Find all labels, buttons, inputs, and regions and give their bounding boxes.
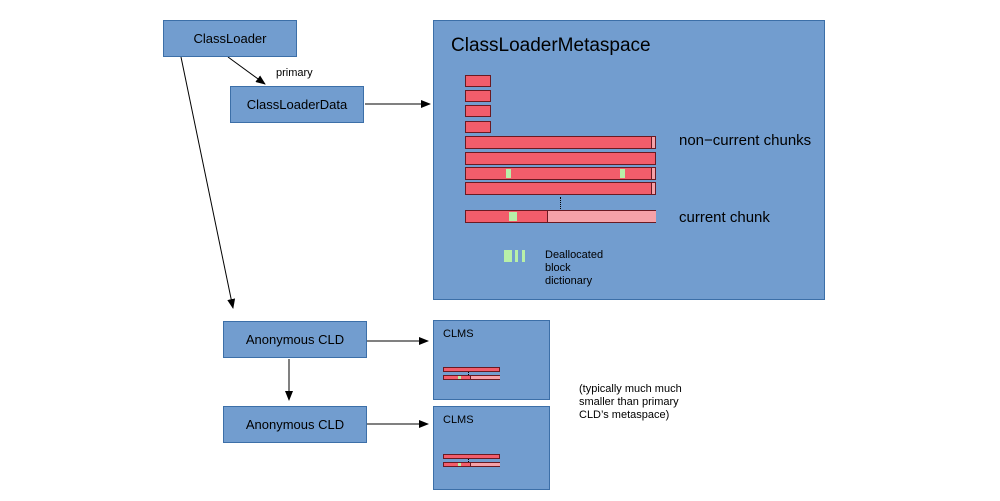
chunk-list-ellipsis xyxy=(560,197,561,211)
chunk-free-tail xyxy=(651,183,655,194)
chunk-list-ellipsis xyxy=(468,372,469,375)
small-chunk xyxy=(443,367,500,372)
chunk-free-tail xyxy=(470,376,500,379)
clms-box-1: CLMS xyxy=(433,320,550,400)
primary-edge-label: primary xyxy=(276,67,313,79)
dictionary-legend-block xyxy=(522,250,525,262)
clms-box-2: CLMS xyxy=(433,406,550,490)
clms-title: CLMS xyxy=(443,328,474,340)
arrow-classloader-to-anon xyxy=(180,56,236,309)
clms-title: CLMS xyxy=(443,414,474,426)
large-chunk xyxy=(465,167,656,180)
small-chunk xyxy=(465,105,491,117)
current-chunk xyxy=(465,210,656,223)
deallocated-block xyxy=(506,169,511,178)
large-chunk xyxy=(465,136,656,149)
deallocated-block xyxy=(458,463,461,466)
small-chunk xyxy=(465,75,491,87)
deallocated-block xyxy=(458,376,461,379)
anonymous-cld-node-1: Anonymous CLD xyxy=(223,321,367,358)
classloader-metaspace: ClassLoaderMetaspace non−current chunks … xyxy=(433,20,825,300)
classloader-node: ClassLoader xyxy=(163,20,297,57)
dictionary-legend-block xyxy=(515,250,518,262)
deallocated-block xyxy=(620,169,625,178)
chunk-free-tail xyxy=(651,137,655,148)
arrow-classloader-to-cld xyxy=(227,56,266,85)
small-chunk xyxy=(465,90,491,102)
large-chunk xyxy=(465,152,656,165)
metaspace-title: ClassLoaderMetaspace xyxy=(451,35,651,56)
classloaderdata-node: ClassLoaderData xyxy=(230,86,364,123)
deallocated-block xyxy=(509,212,517,221)
anonymous-cld-node-2: Anonymous CLD xyxy=(223,406,367,443)
chunk-list-ellipsis xyxy=(468,459,469,462)
small-chunk xyxy=(465,121,491,133)
dictionary-legend-block xyxy=(504,250,512,262)
size-note: (typically much much smaller than primar… xyxy=(579,383,682,421)
current-chunk-label: current chunk xyxy=(679,209,770,226)
chunk-free-tail xyxy=(470,463,500,466)
current-chunk-free-space xyxy=(547,211,656,222)
small-chunk xyxy=(443,462,500,467)
noncurrent-chunks-label: non−current chunks xyxy=(679,132,812,149)
small-chunk xyxy=(443,454,500,459)
dictionary-label: Deallocated block dictionary xyxy=(545,249,604,287)
small-chunk xyxy=(443,375,500,380)
chunk-free-tail xyxy=(651,168,655,179)
large-chunk xyxy=(465,182,656,195)
